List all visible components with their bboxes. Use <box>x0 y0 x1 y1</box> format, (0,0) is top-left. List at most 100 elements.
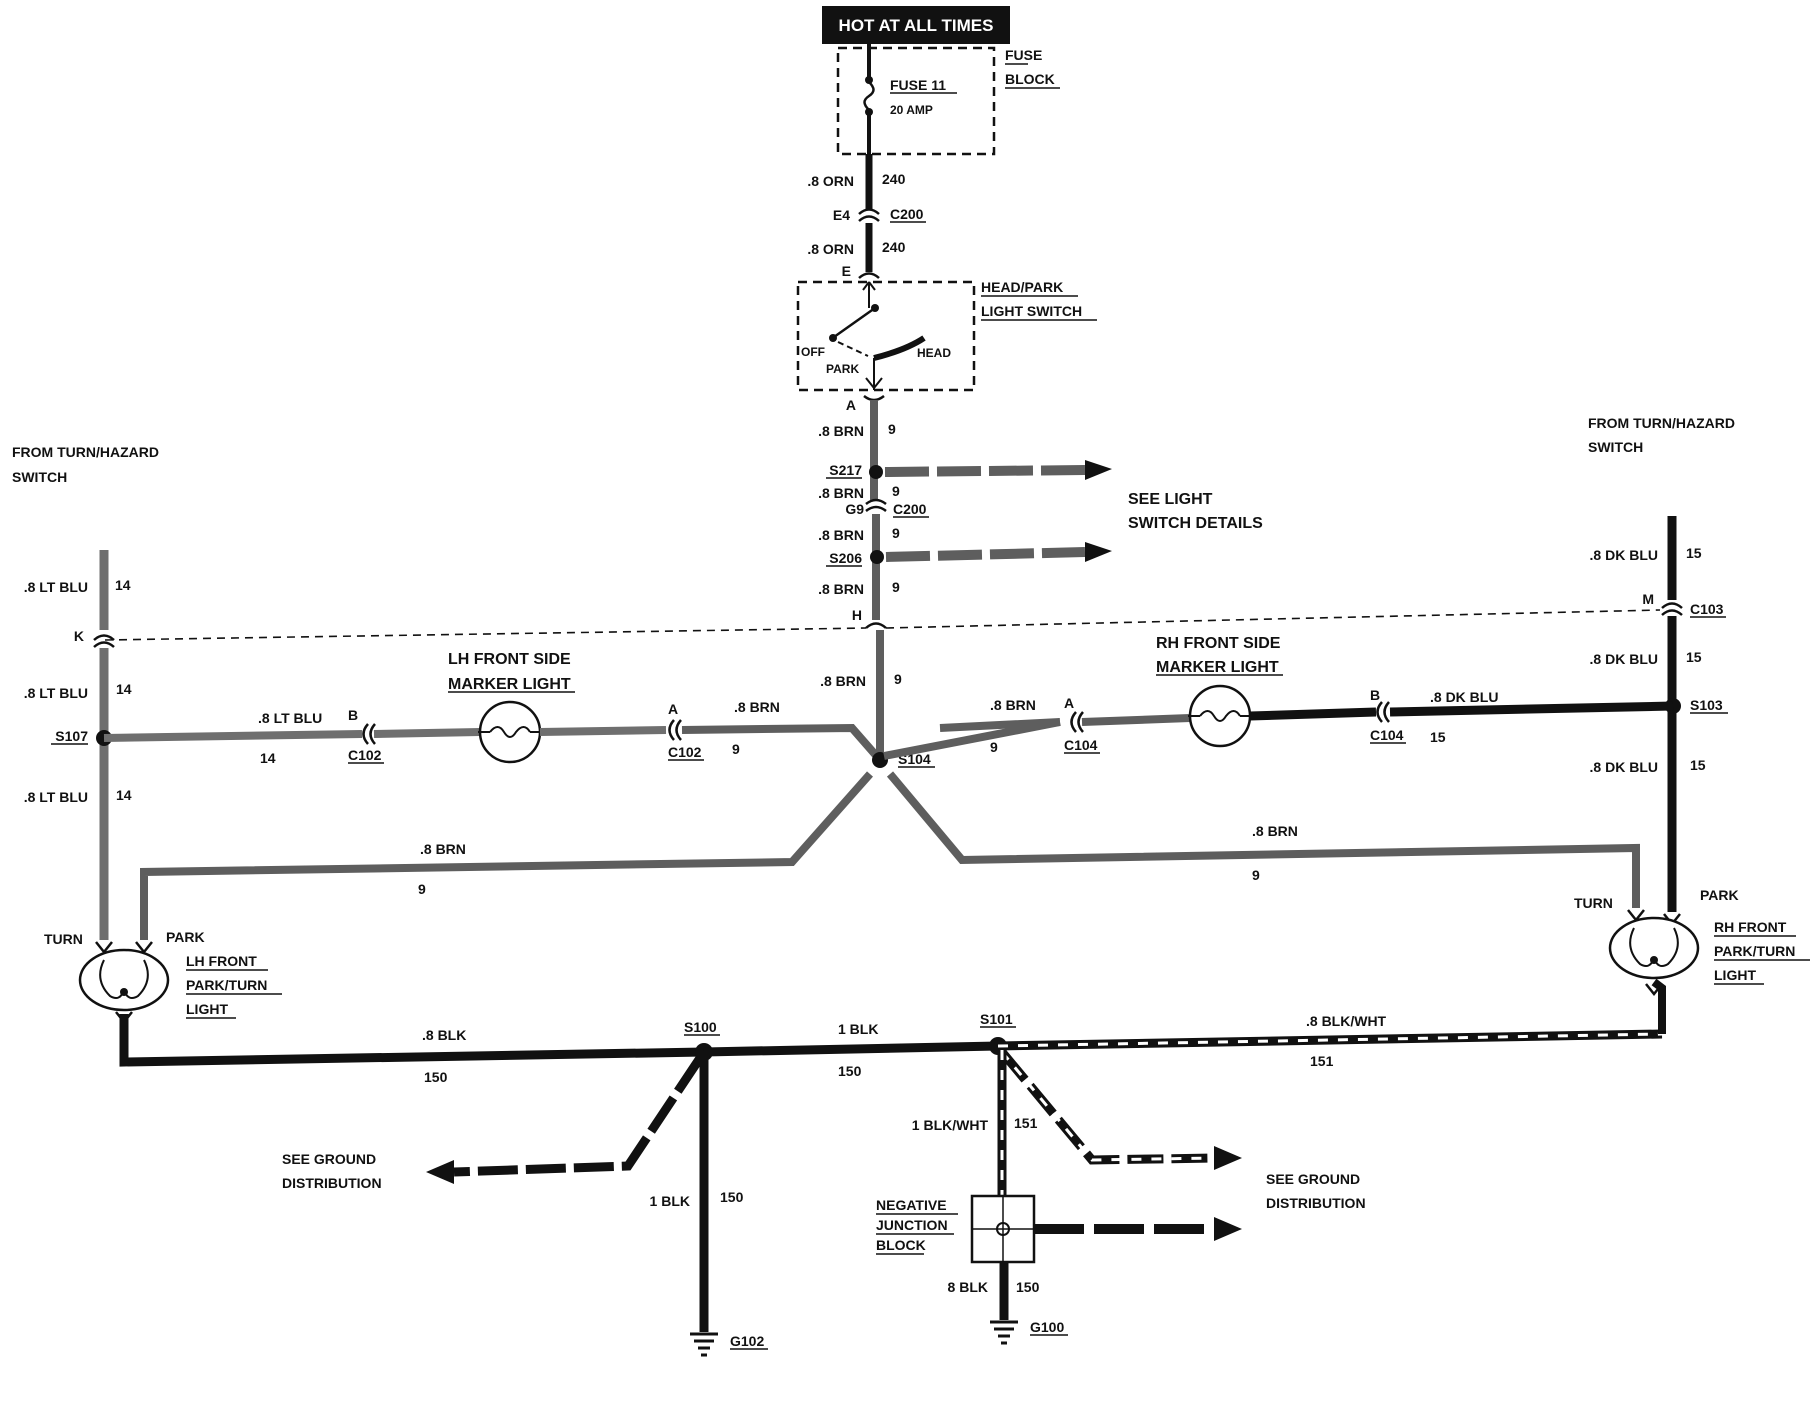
ground-symbol-g100 <box>990 1320 1018 1345</box>
c200-top-name: C200 <box>890 206 924 222</box>
c102-b-pin: B <box>348 707 358 723</box>
rm-w1-circuit: 9 <box>990 739 998 755</box>
l-w1-gauge: .8 LT BLU <box>24 579 88 595</box>
switch-blade <box>833 306 876 339</box>
g-w3-circuit: 151 <box>1310 1053 1334 1069</box>
rh-lamp-park: PARK <box>1700 887 1739 903</box>
lm-w1-gauge: .8 LT BLU <box>258 710 322 726</box>
c-w4-circuit: 9 <box>892 579 900 595</box>
switch-head-contact <box>873 335 926 361</box>
c-w1-gauge: .8 BRN <box>818 423 864 439</box>
fuse-block-title: FUSE <box>1005 47 1042 63</box>
wire-150-mid <box>703 1041 999 1057</box>
hot-banner <box>822 6 1010 44</box>
lm-w2-circuit: 9 <box>732 741 740 757</box>
arrow-s206 <box>885 547 1086 562</box>
c102-a-pin: A <box>668 701 678 717</box>
c200-top-pin: E4 <box>833 207 850 223</box>
lh-park-turn-lamp <box>78 948 170 1012</box>
lh-lamp-title-3: LIGHT <box>186 1001 228 1017</box>
wire-14-marker <box>103 730 363 742</box>
r-w2-gauge: .8 DK BLU <box>1590 651 1658 667</box>
njb-label-2: JUNCTION <box>876 1217 948 1233</box>
head-switch-box <box>796 280 976 392</box>
rh-park-turn-lamp <box>1608 916 1700 980</box>
pin-k: K <box>74 628 84 644</box>
wire-9-rh-marker <box>883 718 1061 760</box>
dashed-link <box>104 609 1661 641</box>
c-w2-circuit: 9 <box>892 483 900 499</box>
l-w3-gauge: .8 LT BLU <box>24 789 88 805</box>
l-w1-circuit: 14 <box>115 577 131 593</box>
rh-lamp-title-3: LIGHT <box>1714 967 1756 983</box>
switch-pos-head: HEAD <box>917 346 951 360</box>
s101-label: S101 <box>980 1011 1013 1027</box>
c104-a-pin: A <box>1064 695 1074 711</box>
c104-a-name: C104 <box>1064 737 1098 753</box>
rh-park-circuit: 9 <box>1252 867 1260 883</box>
rh-marker-title-2: MARKER LIGHT <box>1156 659 1279 676</box>
c-w3-gauge: .8 BRN <box>818 527 864 543</box>
head-switch-title-2: LIGHT SWITCH <box>981 303 1082 319</box>
lm-w1-circuit: 14 <box>260 750 276 766</box>
pin-h: H <box>852 607 862 623</box>
switch-pin-e: E <box>842 263 851 279</box>
wire-151-rh <box>997 1029 1663 1051</box>
wire-9-lh-marker <box>681 723 884 763</box>
c-w1-circuit: 9 <box>888 421 896 437</box>
fuse-block-title-2: BLOCK <box>1005 71 1055 87</box>
lh-marker-title-1: LH FRONT SIDE <box>448 651 571 668</box>
c102-a-name: C102 <box>668 744 702 760</box>
switch-pos-off: OFF <box>801 345 825 359</box>
c-w5-gauge: .8 BRN <box>820 673 866 689</box>
g-w1-gauge: .8 BLK <box>422 1027 466 1043</box>
njb-w-circuit: 151 <box>1014 1115 1038 1131</box>
see-ground-right-1: SEE GROUND <box>1266 1171 1360 1187</box>
lh-park-gauge: .8 BRN <box>420 841 466 857</box>
g100-gauge: 8 BLK <box>948 1279 988 1295</box>
rh-park-gauge: .8 BRN <box>1252 823 1298 839</box>
s206-label: S206 <box>829 550 862 566</box>
fuse-block-box <box>836 46 996 156</box>
lh-marker-title-2: MARKER LIGHT <box>448 676 571 693</box>
see-light-switch-2: SWITCH DETAILS <box>1128 515 1263 532</box>
s103-label: S103 <box>1690 697 1723 713</box>
see-light-switch-1: SEE LIGHT <box>1128 491 1213 508</box>
rh-lamp-title-2: PARK/TURN <box>1714 943 1795 959</box>
c104-b-pin: B <box>1370 687 1380 703</box>
c-w5-circuit: 9 <box>894 671 902 687</box>
c-w2-gauge: .8 BRN <box>818 485 864 501</box>
rm-w1-gauge: .8 BRN <box>990 697 1036 713</box>
fuse-rating: 20 AMP <box>890 103 933 117</box>
left-from-2: SWITCH <box>12 469 67 485</box>
wire-9-rh-park <box>886 771 1640 908</box>
c200-mid-pin: G9 <box>845 501 864 517</box>
wire-150-lh <box>119 1014 705 1067</box>
wire-15-rh-marker <box>1389 701 1674 717</box>
rm-w2-circuit: 15 <box>1430 729 1446 745</box>
njb-label-3: BLOCK <box>876 1237 926 1253</box>
lh-lamp-park: PARK <box>166 929 205 945</box>
see-ground-left-2: DISTRIBUTION <box>282 1175 382 1191</box>
wire-s101-ground-dist <box>998 1049 1215 1165</box>
s107-label: S107 <box>55 728 88 744</box>
see-ground-right-2: DISTRIBUTION <box>1266 1195 1366 1211</box>
l-w2-gauge: .8 LT BLU <box>24 685 88 701</box>
rh-lamp-title-1: RH FRONT <box>1714 919 1787 935</box>
c102-b-name: C102 <box>348 747 382 763</box>
c104-b-name: C104 <box>1370 727 1404 743</box>
g100-circuit: 150 <box>1016 1279 1040 1295</box>
lm-w2-gauge: .8 BRN <box>734 699 780 715</box>
g102-gauge: 1 BLK <box>650 1193 690 1209</box>
njb-w-gauge: 1 BLK/WHT <box>912 1117 989 1133</box>
switch-pin-a: A <box>846 397 856 413</box>
lh-lamp-title-1: LH FRONT <box>186 953 257 969</box>
lh-park-circuit: 9 <box>418 881 426 897</box>
lh-lamp-turn: TURN <box>44 931 83 947</box>
g-w3-gauge: .8 BLK/WHT <box>1306 1013 1387 1029</box>
c103-label: C103 <box>1690 601 1724 617</box>
g-w2-gauge: 1 BLK <box>838 1021 878 1037</box>
fuse-name: FUSE 11 <box>890 77 946 93</box>
g100-label: G100 <box>1030 1319 1064 1335</box>
switch-pos-park: PARK <box>826 362 859 376</box>
